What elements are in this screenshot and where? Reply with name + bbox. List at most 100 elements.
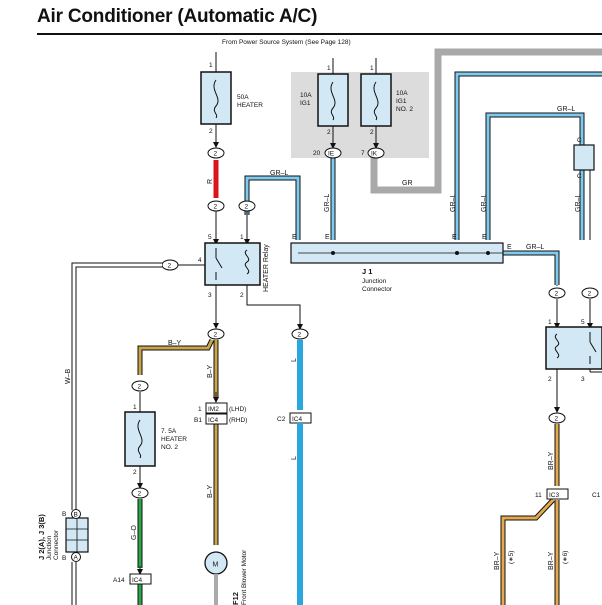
pin-e-2: E — [325, 234, 330, 241]
wire-label-gr: GR — [402, 180, 413, 187]
wire-b-y-gold — [137, 338, 219, 545]
connector-2-a — [207, 147, 225, 159]
fuse-heater-no2-amp: 7. 5A — [161, 428, 177, 435]
pin-label: 1 — [198, 406, 202, 413]
pin-label: 20 — [313, 150, 321, 157]
pin-label: 2 — [370, 129, 374, 136]
fuse-ig1 — [317, 73, 349, 127]
power-source-note: From Power Source System (See Page 128) — [222, 39, 351, 46]
wire-label-g-o: G–O — [131, 525, 138, 540]
wire-label-l-2: L — [291, 456, 298, 460]
connector-ic4-b1 — [205, 413, 228, 425]
pin-label: C — [577, 137, 582, 144]
page-title: Air Conditioner (Automatic A/C) — [37, 6, 318, 27]
fuse-ig1-no2-amp: 10A — [396, 90, 408, 97]
connector-ic3 — [546, 488, 569, 500]
pin-e-4: E — [482, 234, 487, 241]
title-rule — [37, 33, 602, 35]
pin-label: A14 — [113, 577, 125, 584]
wire-gr-l-group — [244, 71, 602, 285]
junction-label-1: Junction — [362, 278, 387, 285]
pin-label: 1 — [370, 65, 374, 72]
wire-label-l-1: L — [291, 358, 298, 362]
j2-label-1: Junction — [46, 535, 53, 560]
connector-2-j — [581, 287, 599, 299]
fuse-ig1-no2-name1: IG1 — [396, 98, 407, 105]
pin-label: C — [577, 173, 582, 180]
connector-ic4-label: IC4 — [292, 416, 303, 423]
connector-ie — [324, 147, 342, 159]
pin-label: 2 — [209, 128, 213, 135]
pin-label: 5 — [208, 234, 212, 241]
wire-label-gr-l-2: GR–L — [557, 106, 575, 113]
motor-name: Front Blower Motor — [241, 549, 248, 605]
pin-label: C1 — [592, 492, 601, 499]
connector-ie-label: IE — [328, 151, 335, 158]
pin-label: 2 — [240, 292, 244, 299]
fuse-50a-heater — [200, 71, 232, 125]
connector-ik-label: IK — [371, 151, 378, 158]
connector-2-i — [548, 287, 566, 299]
wire-label-gr-l-5: GR–L — [450, 194, 457, 212]
pin-label: 2 — [327, 129, 331, 136]
note-6: (∗6) — [562, 551, 569, 564]
wire-label-br-y-2: BR–Y — [494, 551, 501, 570]
wire-br-y-gold — [500, 424, 560, 605]
pin-label: 1 — [240, 234, 244, 241]
connector-ic3-label: IC3 — [549, 492, 560, 499]
fuse-ig1-no2 — [360, 73, 392, 127]
pin-label: 2 — [588, 291, 592, 298]
pin-label: 2 — [555, 291, 559, 298]
junction-label-2: Connector — [362, 286, 393, 293]
pin-label: 1 — [133, 404, 137, 411]
wire-gr-grey — [370, 48, 602, 194]
connector-im2-label: IM2 — [208, 406, 219, 413]
pin-label: 3 — [581, 376, 585, 383]
wire-label-br-y-1: BR–Y — [548, 451, 555, 470]
pin-label: 1 — [548, 319, 552, 326]
pin-label: 3 — [208, 292, 212, 299]
pin-label: 2 — [555, 416, 559, 423]
wire-label-gr-l-6: GR–L — [481, 194, 488, 212]
j2-id: J 2(A), J 3(B) — [37, 514, 46, 560]
fuse-heater-no2-name2: NO. 2 — [161, 444, 178, 451]
pin-label: B1 — [194, 417, 202, 424]
wire-w-b — [71, 262, 162, 510]
connector-ic4-label: IC4 — [132, 577, 143, 584]
pin-label: 2 — [168, 263, 172, 270]
wire-label-gr-l-3: GR–L — [526, 244, 544, 251]
pin-label: 1 — [209, 62, 213, 69]
connector-2-k — [548, 412, 566, 424]
wire-label-gr-l-7: GR–L — [575, 194, 582, 212]
pin-label: B — [62, 555, 66, 562]
fuse-heater-no2-name1: HEATER — [161, 436, 187, 443]
pin-label: 2 — [548, 376, 552, 383]
connector-2-h — [131, 487, 149, 499]
pin-label: 11 — [535, 492, 542, 499]
pin-label: C2 — [277, 416, 286, 423]
wire-label-b-y-1: B–Y — [168, 340, 182, 347]
connector-im2 — [205, 402, 228, 414]
pin-label: 2 — [138, 384, 142, 391]
pin-label: 7 — [361, 150, 365, 157]
pin-label: B — [62, 511, 66, 518]
wire-label-b-y-3: B–Y — [207, 484, 214, 498]
wire-label-w-b: W–B — [65, 369, 72, 385]
fuse-ig1-name: IG1 — [300, 100, 311, 107]
wire-label-br-y-3: BR–Y — [548, 551, 555, 570]
pin-label: 2 — [298, 332, 302, 339]
fuse-heater-amp: 50A — [237, 94, 249, 101]
pin-label: 2 — [214, 204, 218, 211]
lhd-label: (LHD) — [229, 406, 246, 413]
pin-label: 5 — [581, 319, 585, 326]
connector-ik — [367, 147, 385, 159]
pin-label: 2 — [214, 151, 218, 158]
right-connector-c — [573, 144, 595, 171]
ig-fuse-shade — [291, 72, 429, 158]
motor-symbol: M — [213, 562, 219, 569]
fuse-ig1-no2-name2: NO. 2 — [396, 106, 413, 113]
wire-label-gr-l-4: GR–L — [324, 194, 331, 212]
pin-label: 2 — [214, 332, 218, 339]
pin-e-5: E — [507, 244, 512, 251]
